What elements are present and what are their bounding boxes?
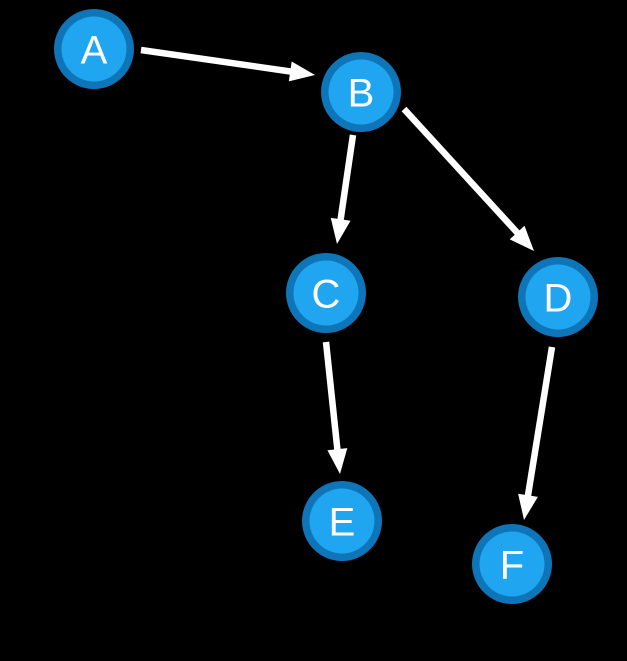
edge-arrowhead-icon: [509, 225, 534, 251]
node-F[interactable]: F: [472, 524, 552, 604]
edge-D-F: [518, 346, 556, 520]
edge-shaft: [140, 46, 293, 75]
node-A[interactable]: A: [54, 9, 134, 89]
node-C[interactable]: C: [286, 253, 366, 333]
edge-arrowhead-icon: [288, 61, 315, 82]
node-fill: [61, 16, 127, 82]
node-fill: [328, 59, 394, 125]
edge-B-D: [401, 106, 534, 251]
node-fill: [293, 260, 359, 326]
node-B[interactable]: B: [321, 52, 401, 132]
edge-arrowhead-icon: [327, 448, 348, 474]
edge-B-C: [330, 134, 357, 244]
edge-shaft: [337, 134, 357, 222]
edge-shaft: [401, 106, 521, 237]
edge-shaft: [322, 341, 341, 452]
edge-A-B: [140, 46, 315, 82]
node-fill: [525, 264, 591, 330]
edge-shaft: [524, 346, 556, 498]
node-fill: [309, 488, 375, 554]
node-D[interactable]: D: [518, 257, 598, 337]
edge-arrowhead-icon: [330, 217, 351, 244]
edge-arrowhead-icon: [518, 493, 538, 520]
node-fill: [479, 531, 545, 597]
node-E[interactable]: E: [302, 481, 382, 561]
edge-C-E: [322, 341, 348, 474]
